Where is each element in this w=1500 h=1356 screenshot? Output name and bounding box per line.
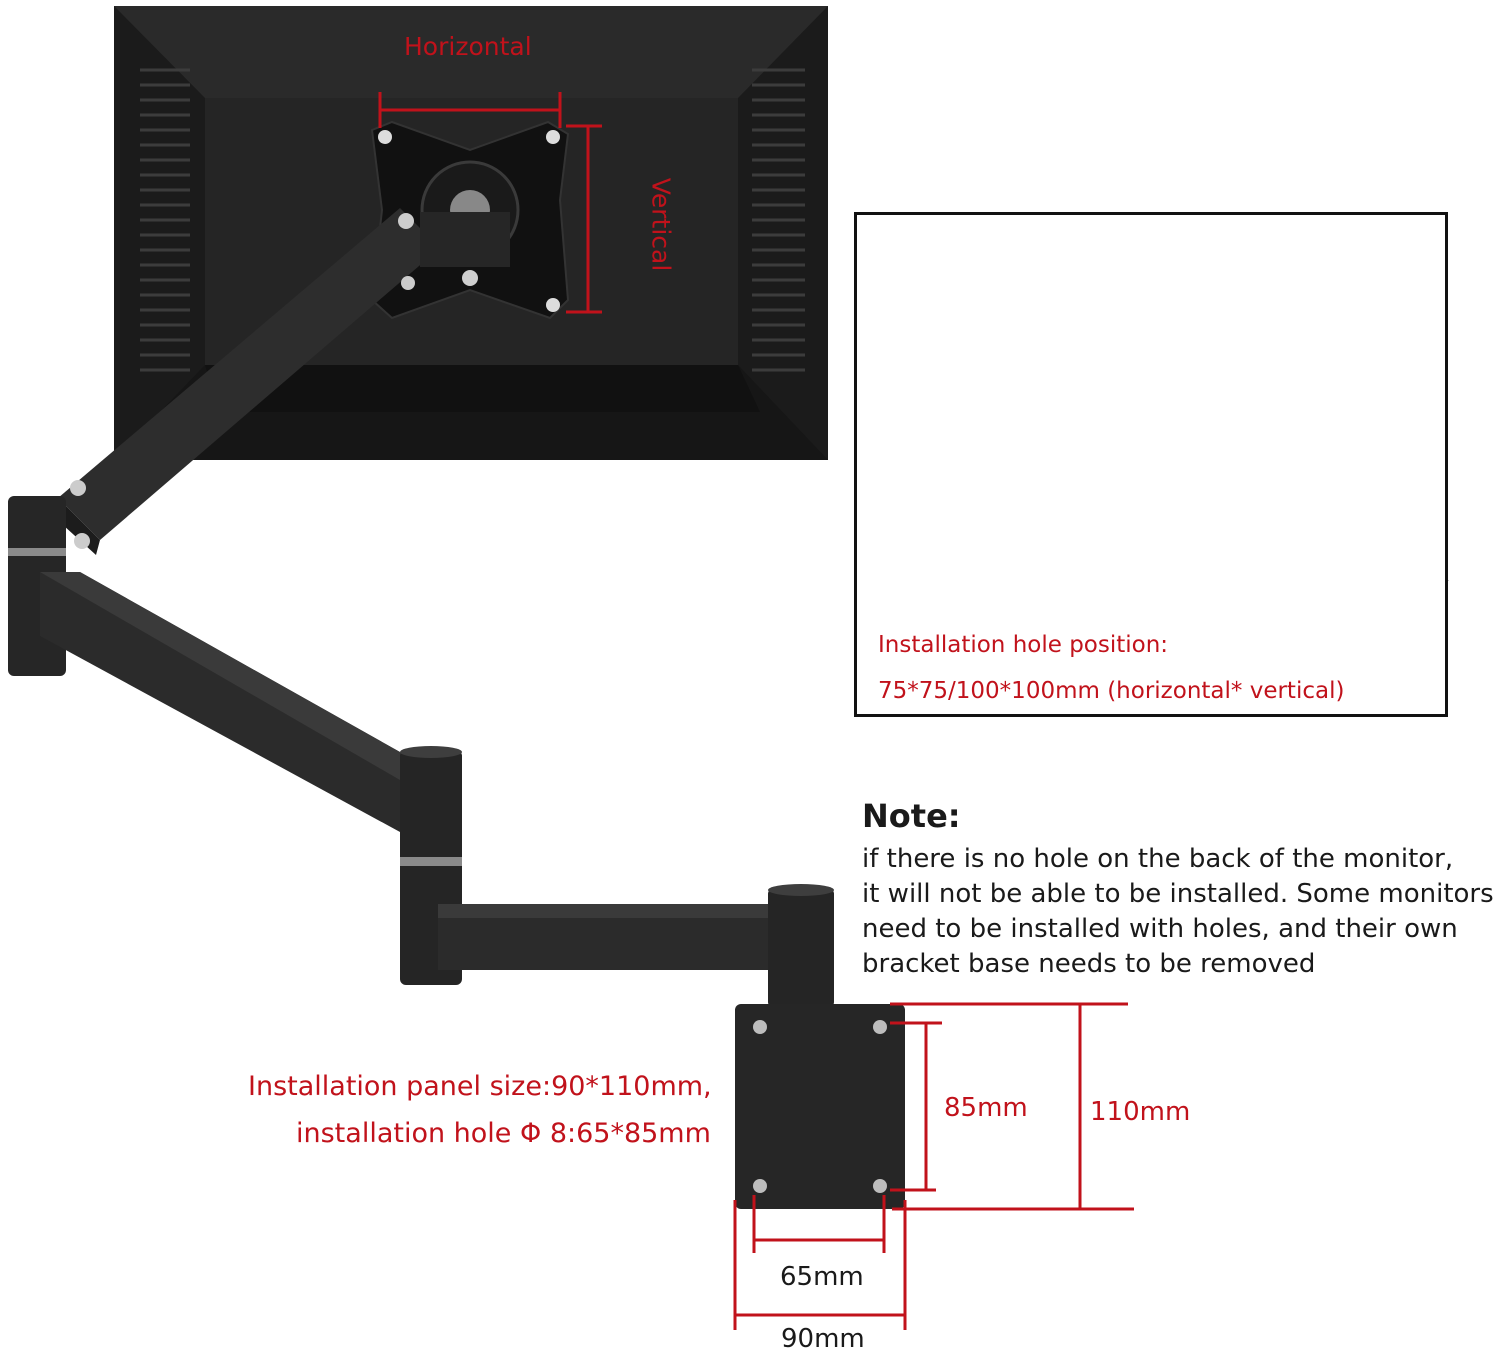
vertical-dimension-line: [566, 124, 602, 314]
installation-hole-size-label: 75*75/100*100mm (horizontal* vertical): [878, 678, 1345, 704]
vertical-label: Vertical: [646, 177, 676, 272]
left-vent: [140, 68, 190, 372]
note-line: bracket base needs to be removed: [862, 949, 1316, 979]
installation-hole-position-label: Installation hole position:: [878, 632, 1169, 658]
tilt-arm: [52, 208, 510, 555]
note-heading: Note:: [862, 797, 961, 835]
panel-size-label: Installation panel size:90*110mm,: [248, 1071, 712, 1102]
horizontal-dimension-line: [378, 92, 562, 128]
articulating-arm: [8, 496, 834, 1008]
hole-vertical-dimension: 85mm: [944, 1093, 1028, 1123]
hole-horizontal-dimension: 65mm: [780, 1262, 864, 1292]
note-line: need to be installed with holes, and the…: [862, 914, 1458, 944]
mounting-panel: [735, 1004, 905, 1209]
panel-hole-label: installation hole Φ 8:65*85mm: [296, 1118, 711, 1149]
note-line: if there is no hole on the back of the m…: [862, 844, 1454, 874]
note-body: if there is no hole on the back of the m…: [862, 842, 1500, 982]
panel-dimension-lines: [733, 1002, 1134, 1330]
note-line: it will not be able to be installed. Som…: [862, 879, 1494, 909]
panel-height-dimension: 110mm: [1090, 1097, 1191, 1127]
panel-width-dimension: 90mm: [781, 1324, 865, 1354]
inset-frame: [854, 212, 1448, 717]
horizontal-label: Horizontal: [404, 32, 532, 61]
right-vent: [752, 68, 805, 372]
